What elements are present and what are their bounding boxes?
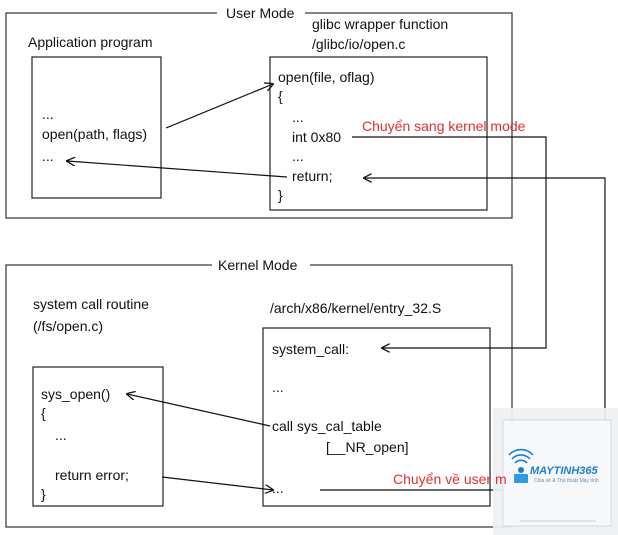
entry-box — [262, 327, 491, 507]
wrapper-function-box — [269, 56, 488, 211]
wrapper-line-7: } — [278, 187, 283, 203]
arrow-return-error — [161, 476, 273, 490]
annotation-to-kernel: Chuyển sang kernel mode — [362, 118, 526, 134]
entry-label: /arch/x86/kernel/entry_32.S — [270, 300, 441, 316]
arrow-call-wrapper — [165, 84, 273, 129]
annotation-to-user: Chuyển về user m — [393, 471, 507, 487]
app-program-label: Application program — [28, 34, 153, 50]
arrow-to-user — [320, 178, 606, 491]
wrapper-line-5: ... — [292, 148, 304, 164]
routine-line-4: return error; — [55, 467, 129, 483]
wifi-logo-icon — [508, 448, 534, 483]
user-mode-title-mask — [217, 4, 305, 22]
arrow-return-to-app — [67, 161, 288, 178]
routine-label-1: system call routine — [33, 296, 149, 312]
wrapper-line-6: return; — [292, 168, 332, 184]
entry-line-1: system_call: — [272, 341, 349, 357]
watermark: MAYTINH365 Chia sẻ & Thủ thuật Máy tính — [493, 408, 618, 535]
routine-line-5: } — [41, 486, 46, 502]
user-mode-panel: User Mode Application program ... open(p… — [5, 4, 513, 219]
wrapper-line-1: open(file, oflag) — [278, 69, 375, 85]
watermark-tagline: Chia sẻ & Thủ thuật Máy tính — [534, 477, 599, 484]
kernel-mode-title: Kernel Mode — [218, 257, 298, 273]
entry-line-3: call sys_cal_table — [272, 418, 382, 434]
app-line-2: open(path, flags) — [42, 126, 147, 142]
routine-line-1: sys_open() — [41, 386, 110, 402]
arrow-call-sys-open — [127, 394, 271, 427]
app-line-3: ... — [42, 148, 54, 164]
app-program-box — [31, 56, 162, 199]
wrapper-line-3: ... — [292, 109, 304, 125]
routine-line-3: ... — [55, 427, 67, 443]
kernel-mode-title-mask — [212, 256, 310, 274]
user-mode-title: User Mode — [226, 5, 295, 21]
flow-arrows — [67, 84, 606, 491]
routine-label-2: (/fs/open.c) — [33, 318, 103, 334]
app-line-1: ... — [42, 106, 54, 122]
routine-line-2: { — [41, 405, 46, 421]
routine-box — [32, 366, 164, 507]
watermark-brand: MAYTINH365 — [530, 465, 599, 477]
wrapper-label-1: glibc wrapper function — [312, 16, 448, 32]
wrapper-line-4: int 0x80 — [292, 129, 341, 145]
entry-line-5: ... — [272, 480, 284, 496]
wrapper-line-2: { — [278, 88, 283, 104]
entry-line-4: [__NR_open] — [326, 439, 409, 455]
wrapper-label-2: /glibc/io/open.c — [312, 36, 405, 52]
entry-line-2: ... — [272, 379, 284, 395]
arrow-to-kernel — [352, 136, 547, 348]
kernel-mode-panel: Kernel Mode system call routine (/fs/ope… — [5, 256, 513, 528]
